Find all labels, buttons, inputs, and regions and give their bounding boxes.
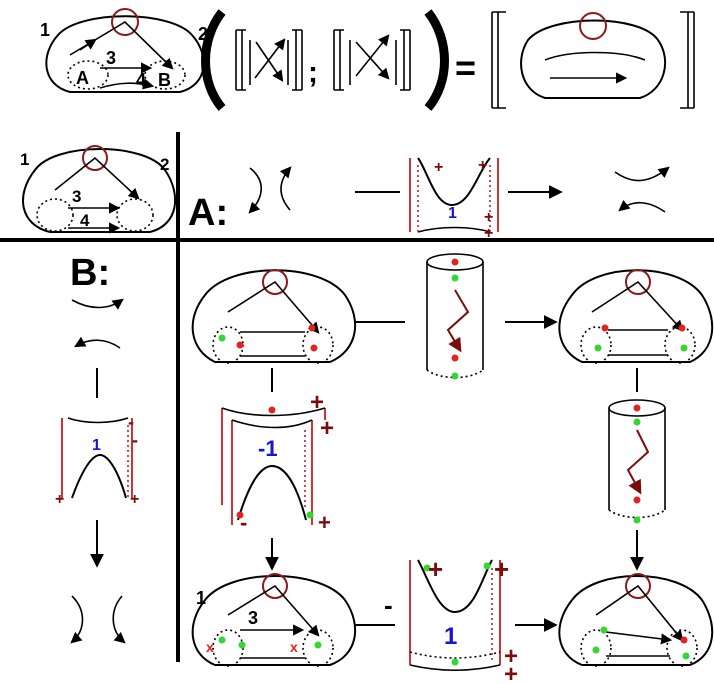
- crossing-circle-icon: [262, 269, 288, 295]
- bottom-edge-label-3: 3: [248, 608, 258, 628]
- result-bracket: [491, 11, 695, 109]
- center-left-coefficient: -1: [258, 436, 278, 461]
- row-a-cobordism: 1 + + + +: [409, 157, 499, 242]
- center-left-sign-4: +: [318, 510, 331, 535]
- col-b-cobordism: 1 - - + +: [55, 412, 139, 508]
- bottom-coefficient: 1: [444, 623, 457, 650]
- edge-label-1: 1: [40, 20, 50, 40]
- cylinder-center: [426, 253, 484, 380]
- vertex-label-a: A: [76, 68, 89, 88]
- bottom-sign-1: +: [428, 554, 443, 584]
- edge-label-3: 3: [106, 48, 116, 68]
- surface-top-right: [558, 269, 714, 364]
- crossing-circle-icon: [262, 573, 288, 599]
- center-left-cobordism: -1 + + - +: [221, 389, 334, 535]
- left-paren-icon: [201, 9, 226, 111]
- equals-sign: =: [455, 47, 476, 88]
- saddle-bracket-2: [333, 29, 411, 91]
- edge-label-2: 2: [198, 24, 208, 44]
- center-left-sign-1: +: [310, 389, 324, 416]
- col-b-sign-2: -: [132, 430, 138, 450]
- col-b-sign-4: +: [130, 491, 139, 508]
- crossing-circle-icon: [111, 8, 139, 36]
- cylinder-right: [608, 399, 666, 524]
- bottom-sign-2: +: [494, 554, 509, 584]
- corner-edge-label-1: 1: [20, 150, 29, 169]
- row-a-coefficient: 1: [448, 205, 457, 222]
- col-b: B: 1 - - + +: [55, 252, 139, 644]
- col-b-coefficient: 1: [92, 437, 101, 454]
- vertex-label-b: B: [158, 70, 171, 90]
- row-a-sign-3: +: [484, 209, 493, 226]
- surface-bottom-right: [558, 573, 714, 667]
- crossing-circle-icon: [579, 12, 607, 40]
- crossing-circle-icon: [82, 145, 108, 171]
- corner-edge-label-3: 3: [72, 187, 81, 206]
- saddle-bracket-1: [235, 29, 303, 91]
- bottom-sign-4: +: [504, 661, 518, 684]
- right-paren-icon: [424, 9, 449, 111]
- corner-surface: 1 2 3 4: [20, 145, 177, 234]
- bottom-edge-label-1: 1: [196, 588, 206, 608]
- row-a: A: 1 + + + +: [188, 157, 670, 242]
- row-a-sign-2: +: [478, 157, 487, 174]
- bottom-cobordism: 1 - + + + +: [384, 554, 518, 684]
- row-a-label: A:: [188, 192, 228, 234]
- top-surface: 1 2 3 4 A B: [40, 8, 208, 93]
- surface-bottom-left: 1 3 x x: [191, 573, 357, 667]
- col-b-label: B:: [70, 252, 110, 294]
- edge-label-4: 4: [136, 70, 146, 90]
- center-left-sign-3: -: [240, 510, 247, 535]
- corner-edge-label-2: 2: [160, 155, 169, 174]
- col-b-sign-1: -: [128, 412, 134, 432]
- row-a-sign-1: +: [434, 159, 443, 176]
- separator-semicolon: ;: [308, 56, 318, 89]
- bottom-x-marker-1: x: [206, 639, 214, 655]
- col-b-sign-3: +: [55, 491, 64, 508]
- center-left-sign-2: +: [320, 415, 334, 442]
- row-a-sign-4: +: [484, 225, 493, 242]
- bottom-minus-sign: -: [384, 590, 393, 620]
- crossing-circle-icon: [625, 269, 651, 295]
- corner-edge-label-4: 4: [80, 211, 90, 230]
- surface-center-left: [191, 269, 357, 364]
- bottom-x-marker-2: x: [290, 639, 298, 655]
- crossing-circle-icon: [625, 573, 651, 599]
- bottom-sign-3: +: [504, 643, 518, 670]
- top-equation: 1 2 3 4 A B ; =: [40, 8, 695, 111]
